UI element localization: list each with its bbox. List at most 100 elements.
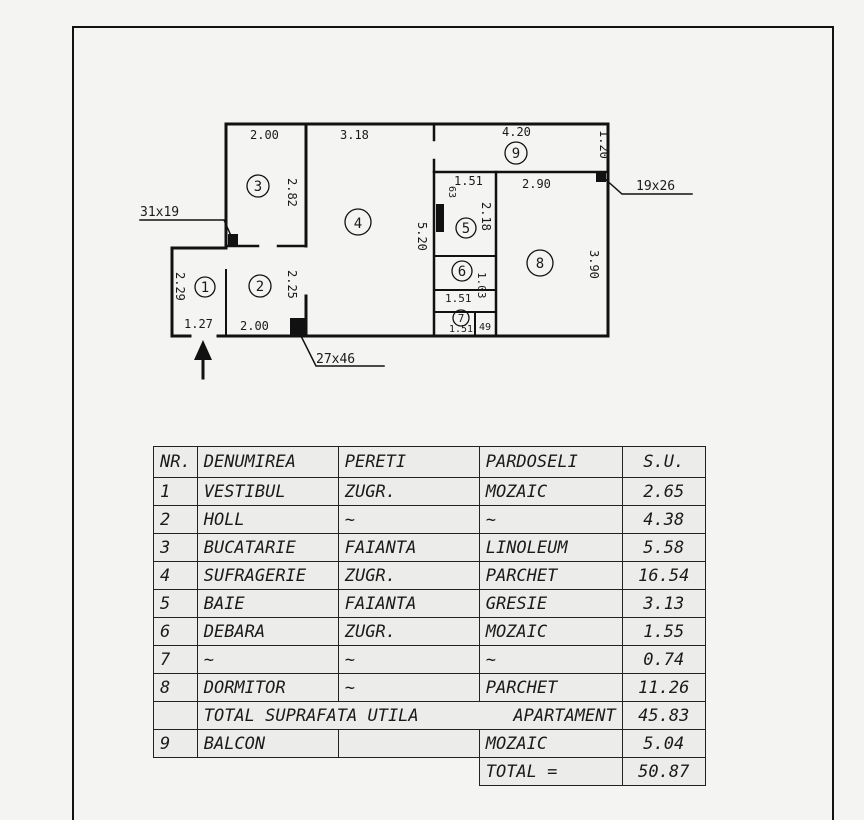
table-row: 6 DEBARA ZUGR. MOZAIC 1.55: [153, 617, 706, 646]
row-area: 1.55: [621, 617, 706, 646]
row-area: 3.13: [621, 589, 706, 618]
room-8-label: 8: [536, 256, 544, 272]
row-walls: FAIANTA: [337, 589, 480, 618]
row-floor: LINOLEUM: [478, 533, 623, 562]
table-row: 2 HOLL ~ ~ 4.38: [153, 505, 706, 534]
grand-total-blank-3: [338, 758, 479, 786]
room-1-label: 1: [201, 280, 209, 296]
balcony-walls: [337, 729, 480, 758]
callout-19x26: 19x26: [636, 179, 675, 194]
row-name: ~: [196, 645, 339, 674]
dim-2-82: 2.82: [285, 178, 299, 207]
room-3-label: 3: [254, 179, 262, 195]
row-nr: 6: [153, 617, 198, 646]
dim-5-20: 5.20: [415, 222, 429, 251]
row-floor: PARCHET: [478, 561, 623, 590]
table-row: 7 ~ ~ ~ 0.74: [153, 645, 706, 674]
header-walls: PERETI: [337, 446, 480, 478]
row-area: 4.38: [621, 505, 706, 534]
row-area: 5.58: [621, 533, 706, 562]
balcony-name: BALCON: [196, 729, 339, 758]
dim-4-20: 4.20: [502, 125, 531, 139]
dim-3-90: 3.90: [587, 250, 601, 279]
header-name: DENUMIREA: [196, 446, 339, 478]
table-header-row: NR. DENUMIREA PERETI PARDOSELI S.U.: [153, 446, 706, 478]
row-nr: 2: [153, 505, 198, 534]
balcony-area: 5.04: [621, 729, 706, 758]
balcony-nr: 9: [153, 729, 198, 758]
row-nr: 8: [153, 673, 198, 702]
row-nr: 3: [153, 533, 198, 562]
table-row: 4 SUFRAGERIE ZUGR. PARCHET 16.54: [153, 561, 706, 590]
dim-2-00-bottom: 2.00: [240, 319, 269, 333]
balcony-row: 9 BALCON MOZAIC 5.04: [153, 729, 706, 758]
dim-1-27: 1.27: [184, 317, 213, 331]
dim-63: 63: [446, 186, 457, 198]
frame-right: [832, 26, 834, 820]
row-walls: ZUGR.: [337, 477, 480, 506]
dim-1-03: 1.03: [475, 272, 488, 299]
row-name: VESTIBUL: [196, 477, 339, 506]
table-row: 3 BUCATARIE FAIANTA LINOLEUM 5.58: [153, 533, 706, 562]
row-nr: 7: [153, 645, 198, 674]
duct-19x26: [596, 172, 606, 182]
dim-2-25: 2.25: [285, 270, 299, 299]
row-area: 0.74: [621, 645, 706, 674]
duct-bath: [436, 204, 444, 232]
row-nr: 4: [153, 561, 198, 590]
header-area: S.U.: [621, 446, 706, 478]
room-9-label: 9: [512, 146, 520, 162]
row-nr: 5: [153, 589, 198, 618]
room-6-label: 6: [458, 264, 466, 280]
header-floor: PARDOSELI: [478, 446, 623, 478]
room-legend-table: NR. DENUMIREA PERETI PARDOSELI S.U. 1 VE…: [153, 446, 706, 786]
table-row: 8 DORMITOR ~ PARCHET 11.26: [153, 673, 706, 702]
duct-27x46: [290, 318, 306, 336]
room-5-label: 5: [462, 221, 470, 237]
callout-27x46: 27x46: [316, 352, 355, 367]
total-util-label-a: TOTAL SUPRAFATA UTILA: [203, 705, 419, 726]
row-name: HOLL: [196, 505, 339, 534]
row-area: 16.54: [621, 561, 706, 590]
row-area: 11.26: [621, 673, 706, 702]
grand-total-row: TOTAL = 50.87: [154, 757, 706, 786]
frame-top: [72, 26, 834, 28]
row-floor: ~: [478, 645, 623, 674]
dim-2-00-top: 2.00: [250, 128, 279, 142]
row-name: DORMITOR: [196, 673, 339, 702]
row-walls: ~: [337, 645, 480, 674]
row-name: SUFRAGERIE: [196, 561, 339, 590]
row-floor: GRESIE: [478, 589, 623, 618]
row-floor: ~: [478, 505, 623, 534]
row-walls: ZUGR.: [337, 617, 480, 646]
total-util-label: TOTAL SUPRAFATA UTILA APARTAMENT: [196, 701, 623, 730]
grand-total-label: TOTAL =: [478, 757, 623, 786]
total-util-label-b: APARTAMENT: [513, 705, 616, 726]
dim-1-20: 1.20: [597, 130, 611, 159]
floor-plan: 1 2 3 4 5 6 7 8 9 2.00 3.18 4.20 1.51 2.…: [139, 122, 693, 380]
callout-31x19: 31x19: [140, 205, 179, 220]
dim-2-90: 2.90: [522, 177, 551, 191]
frame-left: [72, 26, 74, 820]
header-nr: NR.: [153, 446, 198, 478]
row-walls: ZUGR.: [337, 561, 480, 590]
row-walls: ~: [337, 505, 480, 534]
row-area: 2.65: [621, 477, 706, 506]
grand-total-blank-1: [154, 758, 198, 786]
total-util-nr: [153, 701, 198, 730]
row-name: DEBARA: [196, 617, 339, 646]
entry-arrow-icon: [194, 340, 212, 360]
row-name: BAIE: [196, 589, 339, 618]
dim-2-29: 2.29: [173, 272, 187, 301]
dim-1-51-top: 1.51: [454, 174, 483, 188]
total-util-area: 45.83: [621, 701, 706, 730]
balcony-floor: MOZAIC: [478, 729, 623, 758]
grand-total-blank-2: [197, 758, 338, 786]
duct-31x19: [228, 234, 238, 246]
row-walls: FAIANTA: [337, 533, 480, 562]
table-row: 1 VESTIBUL ZUGR. MOZAIC 2.65: [153, 477, 706, 506]
row-floor: MOZAIC: [478, 617, 623, 646]
row-nr: 1: [153, 477, 198, 506]
dim-3-18: 3.18: [340, 128, 369, 142]
